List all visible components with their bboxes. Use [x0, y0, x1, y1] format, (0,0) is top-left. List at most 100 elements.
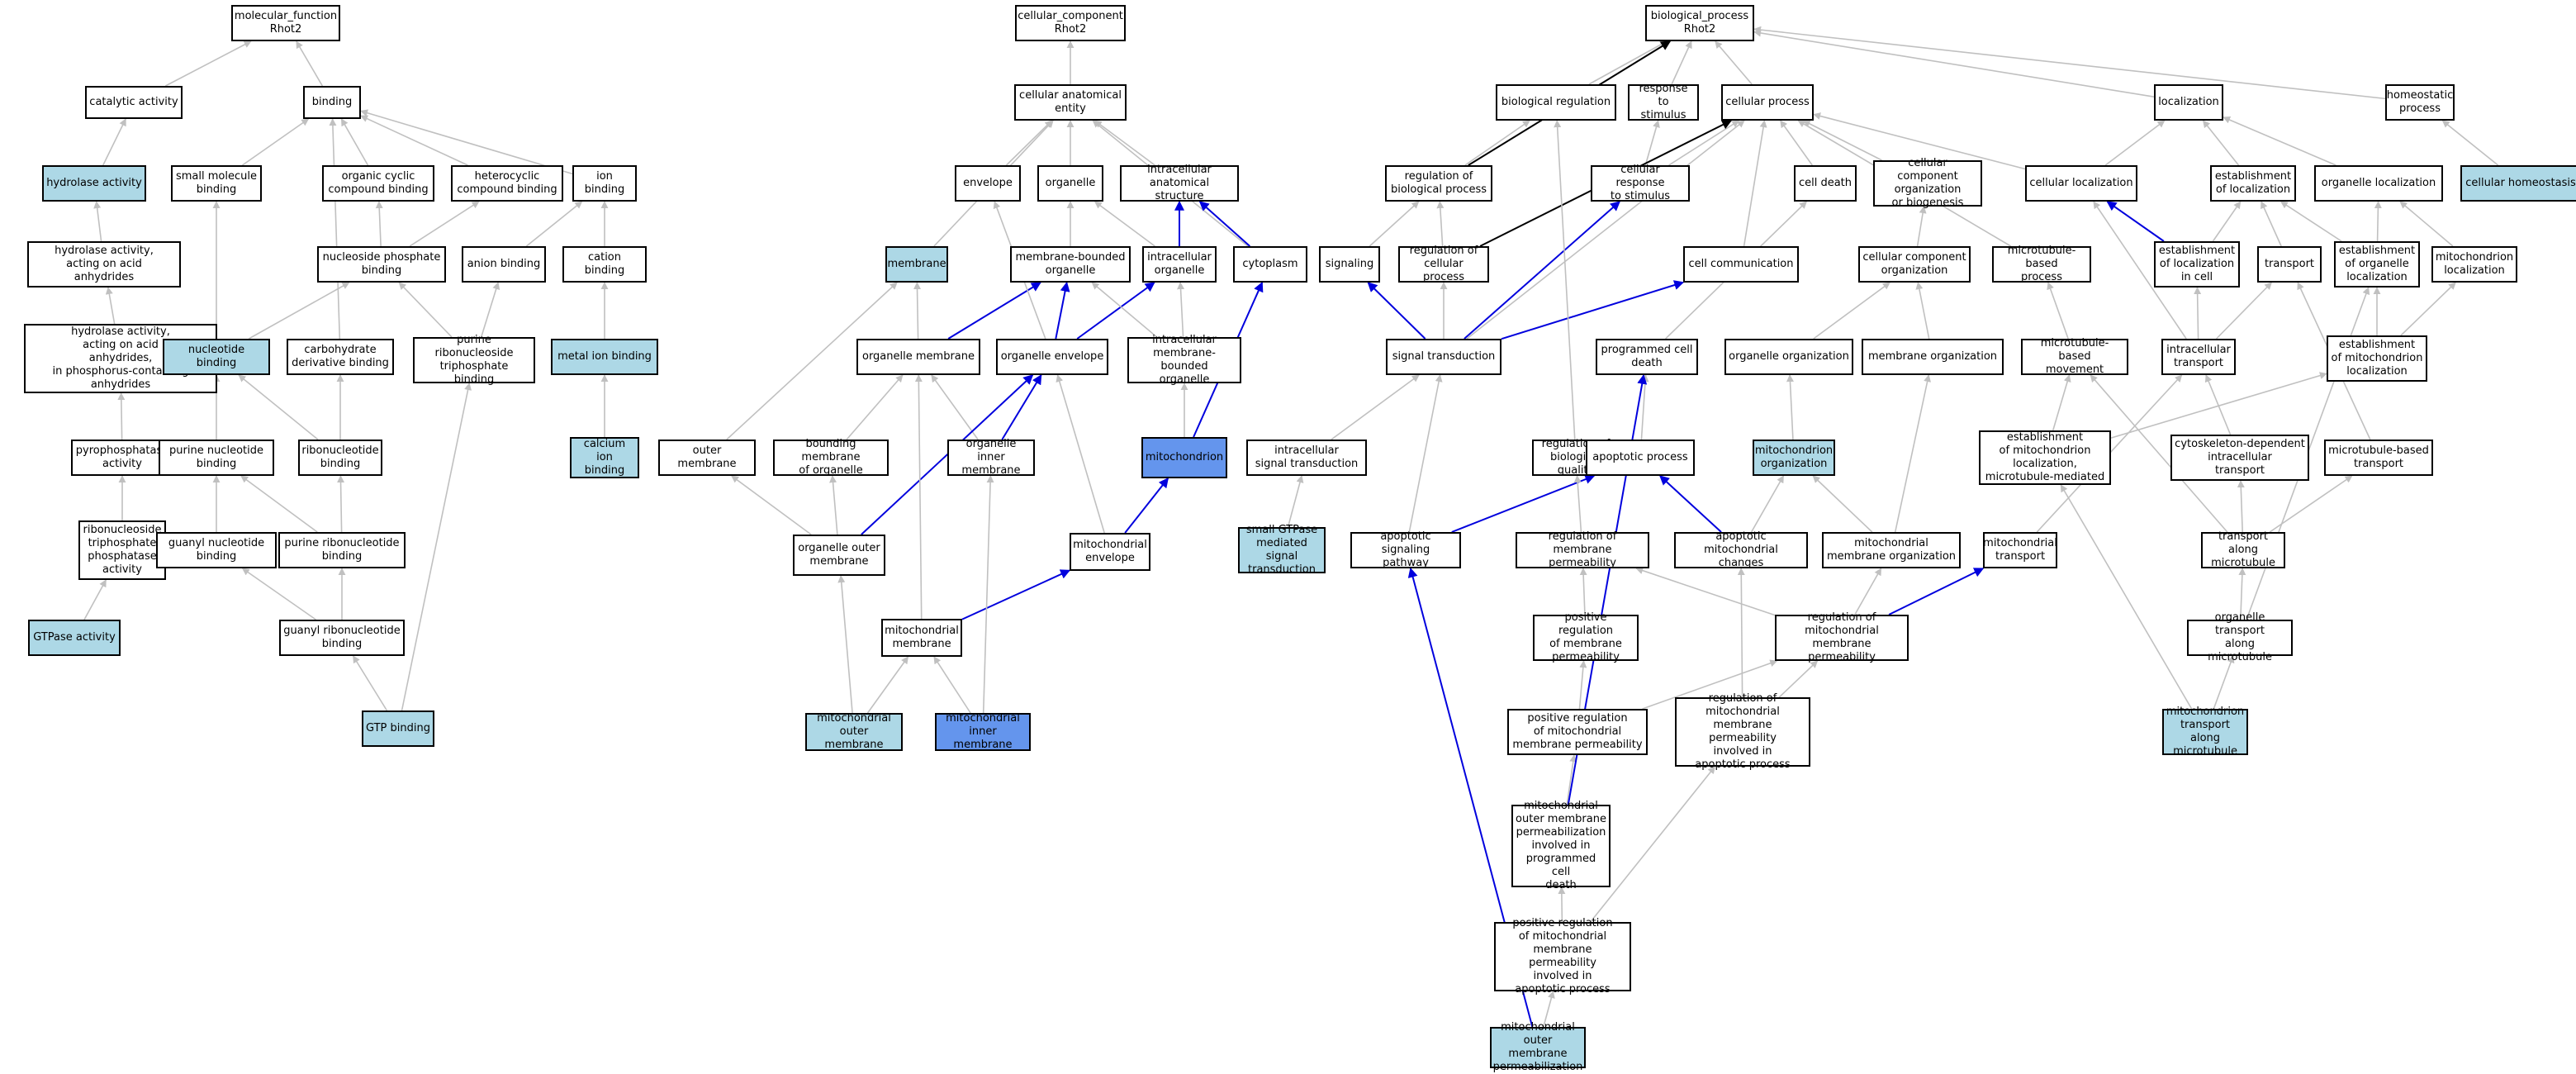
go-term-node-regmemperm[interactable]: regulation of membrane permeability: [1516, 530, 1649, 569]
go-term-node-orgloc[interactable]: organelle localization: [2314, 165, 2443, 202]
go-term-node-mtbtrans[interactable]: microtubule-based transport: [2324, 440, 2433, 476]
go-term-node-metalion[interactable]: metal ion binding: [551, 339, 658, 375]
go-term-node-membrane[interactable]: membrane: [885, 246, 948, 283]
go-term-node-regcell[interactable]: regulation of cellular process: [1398, 245, 1489, 283]
go-term-node-estloc[interactable]: establishment of localization: [2210, 165, 2296, 202]
go-term-node-ribonuc[interactable]: ribonucleotide binding: [298, 440, 382, 476]
go-term-node-homeo[interactable]: homeostatic process: [2385, 84, 2455, 121]
go-term-node-purribo[interactable]: purine ribonucleotide binding: [278, 532, 406, 568]
go-term-node-mitoorg[interactable]: mitochondrion organization: [1753, 440, 1835, 476]
go-term-node-momppcd[interactable]: mitochondrial outer membrane permeabiliz…: [1511, 800, 1611, 891]
go-term-node-apopsig[interactable]: apoptotic signaling pathway: [1350, 530, 1461, 569]
go-term-node-regbio[interactable]: regulation of biological process: [1385, 165, 1492, 202]
go-term-node-envelope[interactable]: envelope: [955, 165, 1021, 202]
go-term-node-estlocincell[interactable]: establishment of localization in cell: [2154, 241, 2240, 288]
go-term-node-bp[interactable]: biological_process Rhot2: [1645, 5, 1754, 41]
go-term-node-mitomemorg[interactable]: mitochondrial membrane organization: [1822, 532, 1961, 568]
go-term-node-mitotransmt[interactable]: mitochondrion transport along microtubul…: [2162, 706, 2248, 758]
go-term-node-mf[interactable]: molecular_function Rhot2: [231, 5, 340, 41]
go-term-node-estorgloc[interactable]: establishment of organelle localization: [2334, 241, 2420, 288]
go-term-node-boundmem[interactable]: bounding membrane of organelle: [773, 438, 889, 477]
go-term-node-posregmitoapo[interactable]: positive regulation of mitochondrial mem…: [1494, 917, 1631, 996]
go-term-node-cationb[interactable]: cation binding: [562, 246, 647, 283]
go-term-node-catact[interactable]: catalytic activity: [85, 86, 183, 119]
go-term-node-regmitoapo[interactable]: regulation of mitochondrial membrane per…: [1675, 692, 1810, 771]
go-term-node-smallgtp[interactable]: small GTPase mediated signal transductio…: [1238, 524, 1326, 576]
go-term-node-sigtrans[interactable]: signal transduction: [1386, 339, 1501, 375]
go-term-node-hydacid[interactable]: hydrolase activity, acting on acid anhyd…: [27, 241, 181, 288]
go-term-node-mitoloc[interactable]: mitochondrion localization: [2431, 246, 2517, 283]
go-term-node-gtpbind[interactable]: GTP binding: [362, 710, 434, 747]
go-term-node-ccob[interactable]: cellular component organization or bioge…: [1873, 157, 1982, 209]
go-term-node-cc[interactable]: cellular_component Rhot2: [1015, 5, 1126, 41]
go-term-node-ionb[interactable]: ion binding: [572, 165, 637, 202]
go-term-node-celldeath[interactable]: cell death: [1794, 165, 1857, 202]
go-term-node-ribotri[interactable]: ribonucleoside triphosphate phosphatase …: [78, 520, 166, 580]
go-term-node-cytodep[interactable]: cytoskeleton-dependent intracellular tra…: [2170, 435, 2309, 481]
go-term-node-regmitoperm[interactable]: regulation of mitochondrial membrane per…: [1775, 611, 1909, 663]
go-term-node-organelle[interactable]: organelle: [1037, 165, 1103, 202]
go-term-node-orgcyc[interactable]: organic cyclic compound binding: [322, 165, 434, 202]
go-term-node-purnuc[interactable]: purine nucleotide binding: [159, 440, 274, 476]
go-term-node-estmitomt[interactable]: establishment of mitochondrion localizat…: [1979, 430, 2111, 485]
go-term-node-momp[interactable]: mitochondrial outer membrane permeabiliz…: [1490, 1021, 1586, 1073]
go-term-node-hetcyc[interactable]: heterocyclic compound binding: [451, 165, 563, 202]
go-term-node-orgorg[interactable]: organelle organization: [1724, 339, 1853, 375]
go-term-node-cellcomm[interactable]: cell communication: [1683, 246, 1799, 283]
go-term-node-mtmove[interactable]: microtubule-based movement: [2021, 337, 2128, 376]
go-term-node-nucb[interactable]: nucleotide binding: [163, 339, 270, 375]
go-term-node-gtpase[interactable]: GTPase activity: [28, 620, 121, 656]
go-term-node-cytoplasm[interactable]: cytoplasm: [1233, 246, 1307, 283]
go-term-node-guanyl[interactable]: guanyl nucleotide binding: [156, 532, 277, 568]
go-term-node-signaling[interactable]: signaling: [1319, 246, 1380, 283]
go-term-node-orgouter[interactable]: organelle outer membrane: [793, 535, 885, 576]
go-term-node-mitotrans[interactable]: mitochondrial transport: [1983, 532, 2057, 568]
go-term-node-cellproc[interactable]: cellular process: [1721, 84, 1814, 121]
go-term-node-orgenv[interactable]: organelle envelope: [996, 339, 1108, 375]
go-term-node-transmt[interactable]: transport along microtubule: [2201, 530, 2285, 569]
go-term-node-cellresp[interactable]: cellular response to stimulus: [1591, 164, 1690, 202]
go-term-node-intrasig[interactable]: intracellular signal transduction: [1246, 440, 1367, 476]
go-term-node-orgmem[interactable]: organelle membrane: [856, 339, 980, 375]
go-term-node-io[interactable]: intracellular organelle: [1142, 246, 1217, 283]
go-term-node-imbo[interactable]: intracellular membrane-bounded organelle: [1127, 334, 1241, 386]
go-term-node-mitoenv[interactable]: mitochondrial envelope: [1070, 533, 1150, 571]
go-term-node-ccorg[interactable]: cellular component organization: [1858, 246, 1971, 283]
go-term-node-resp[interactable]: response to stimulus: [1628, 83, 1699, 121]
go-term-node-ias[interactable]: intracellular anatomical structure: [1120, 164, 1239, 202]
go-term-node-mitomem[interactable]: mitochondrial membrane: [881, 619, 962, 657]
go-term-node-posregmem[interactable]: positive regulation of membrane permeabi…: [1533, 611, 1639, 663]
go-term-node-intratrans[interactable]: intracellular transport: [2161, 339, 2236, 375]
go-term-node-cellloc[interactable]: cellular localization: [2025, 165, 2137, 202]
go-term-node-smallmol[interactable]: small molecule binding: [171, 165, 262, 202]
go-term-node-cellhomeo[interactable]: cellular homeostasis: [2460, 165, 2576, 202]
go-term-node-pcd[interactable]: programmed cell death: [1596, 339, 1698, 375]
go-term-node-mitoouter[interactable]: mitochondrial outer membrane: [805, 712, 903, 751]
go-term-node-nucphos[interactable]: nucleoside phosphate binding: [317, 246, 446, 283]
go-term-node-transport[interactable]: transport: [2257, 246, 2322, 283]
go-term-node-hydrolase[interactable]: hydrolase activity: [42, 165, 146, 202]
go-term-node-purribtri[interactable]: purine ribonucleoside triphosphate bindi…: [413, 334, 535, 386]
go-term-node-localization[interactable]: localization: [2154, 84, 2223, 121]
go-term-node-anionb[interactable]: anion binding: [462, 246, 546, 283]
go-term-node-orginner[interactable]: organelle inner membrane: [947, 438, 1035, 477]
go-term-node-mbo[interactable]: membrane-bounded organelle: [1010, 246, 1131, 283]
go-term-node-outermem[interactable]: outer membrane: [658, 440, 756, 476]
go-term-node-posregmito[interactable]: positive regulation of mitochondrial mem…: [1507, 709, 1648, 755]
go-term-node-carbder[interactable]: carbohydrate derivative binding: [287, 339, 394, 375]
go-term-node-mitoinner[interactable]: mitochondrial inner membrane: [935, 712, 1031, 751]
go-term-node-estmitoloc[interactable]: establishment of mitochondrion localizat…: [2327, 335, 2427, 382]
go-term-node-hydphos[interactable]: hydrolase activity, acting on acid anhyd…: [24, 324, 217, 393]
go-term-node-orgtransmt[interactable]: organelle transport along microtubule: [2187, 611, 2293, 663]
go-term-node-bioreg[interactable]: biological regulation: [1496, 84, 1616, 121]
go-term-node-pyrophos[interactable]: pyrophosphatase activity: [71, 440, 173, 476]
go-term-node-apomito[interactable]: apoptotic mitochondrial changes: [1674, 530, 1808, 569]
go-term-node-mito[interactable]: mitochondrion: [1141, 437, 1227, 478]
go-term-node-apoproc[interactable]: apoptotic process: [1586, 440, 1695, 476]
go-term-node-memorg[interactable]: membrane organization: [1862, 339, 2004, 375]
go-term-node-cae[interactable]: cellular anatomical entity: [1014, 84, 1127, 121]
go-term-node-guanribo[interactable]: guanyl ribonucleotide binding: [279, 620, 405, 656]
go-term-node-mtbased[interactable]: microtubule-based process: [1992, 245, 2091, 283]
go-term-node-calcium[interactable]: calcium ion binding: [570, 437, 639, 478]
go-term-node-binding[interactable]: binding: [303, 86, 361, 119]
